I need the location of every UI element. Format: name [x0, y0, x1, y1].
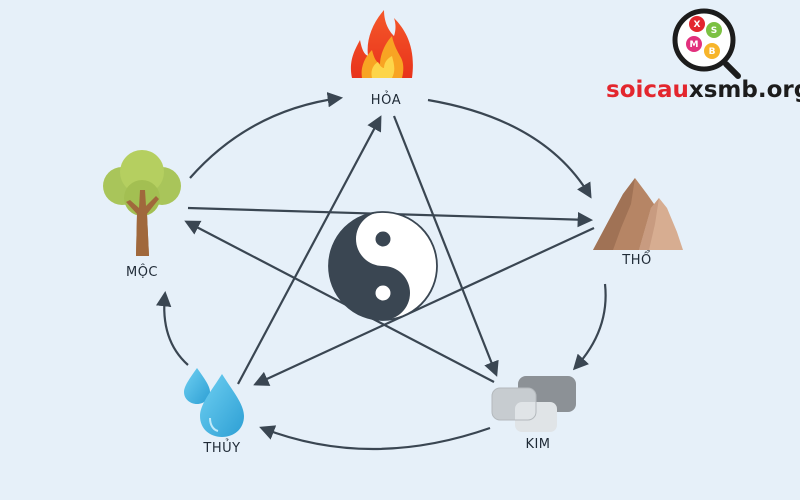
arrow-thuy-to-hoa — [237, 115, 382, 385]
arrow-tho-to-kim — [572, 283, 607, 371]
arrow-kim-to-thuy — [259, 425, 491, 451]
label-tho: THỔ — [621, 251, 651, 268]
label-hoa: HỎA — [371, 91, 401, 108]
arrow-moc-to-hoa — [189, 92, 344, 179]
label-kim: KIM — [525, 437, 550, 452]
arrow-thuy-to-moc — [156, 290, 189, 366]
controlling-cycle-arrows — [184, 115, 595, 386]
label-moc: MỘC — [126, 264, 158, 280]
magnifier-logo-icon: X S M B — [672, 8, 741, 79]
lottery-ball-x — [689, 16, 705, 32]
lottery-ball-b — [704, 43, 720, 59]
ball-text-s: S — [711, 26, 717, 36]
arrow-kim-to-moc — [184, 220, 495, 383]
fire-icon — [350, 10, 413, 78]
generating-cycle-arrows — [156, 92, 607, 451]
ball-text-m: M — [690, 40, 699, 50]
yin-yang-icon — [328, 211, 438, 321]
metal-icon — [491, 376, 576, 432]
site-logo[interactable]: X S M B soicauxsmb.org — [606, 8, 800, 103]
lottery-ball-m — [686, 36, 702, 52]
logo-text-red: soicau — [606, 77, 689, 103]
ball-text-b: B — [709, 47, 716, 57]
label-thuy: THỦY — [202, 439, 240, 456]
mountain-icon — [593, 178, 683, 250]
water-drops-icon — [184, 368, 244, 437]
logo-text-dark: xsmb.org — [689, 77, 800, 103]
lottery-ball-s — [706, 22, 722, 38]
logo-text: soicauxsmb.org — [606, 77, 800, 103]
ball-text-x: X — [694, 20, 701, 30]
arrow-tho-to-thuy — [253, 227, 595, 386]
tree-icon — [103, 150, 181, 256]
arrow-hoa-to-kim — [392, 115, 499, 377]
arrow-hoa-to-tho — [427, 98, 592, 199]
